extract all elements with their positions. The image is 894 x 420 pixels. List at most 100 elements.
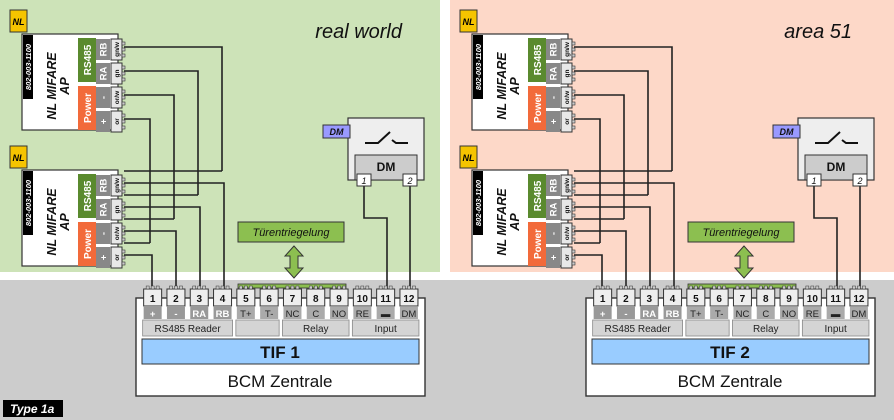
wire [574, 230, 627, 292]
connector-tab [571, 89, 576, 94]
part-number-strip [473, 171, 483, 235]
door-lock-release: Türentriegelung [237, 221, 347, 289]
terminal-tab [857, 285, 861, 290]
connector-tab [121, 47, 126, 52]
double-arrow-icon [283, 245, 305, 279]
part-number: 802-003-1100 [24, 179, 33, 226]
connector-tab [121, 201, 126, 206]
terminal-label-box [663, 307, 682, 319]
door-lock-label: Türentriegelung [252, 227, 330, 239]
terminal-tab [787, 285, 791, 290]
rs485-group [78, 174, 96, 218]
terminal-tab [740, 285, 745, 290]
connector-tab [121, 77, 126, 82]
connector-tab [121, 41, 126, 46]
nl-badge [9, 145, 28, 169]
terminal-number: 7 [290, 294, 296, 305]
terminal-number: 1 [600, 294, 606, 305]
dm-label: DM [377, 160, 396, 174]
terminal-tab [647, 285, 651, 290]
connector-tab [121, 237, 126, 242]
door-lock-label: Türentriegelung [702, 227, 780, 239]
wire-color-label: or/w [114, 90, 121, 104]
dm-label: DM [827, 160, 846, 174]
terminal-group-label: Input [825, 324, 847, 335]
controller-2: 1+2-3RA4RB5T+6T-7NC8C9NO10RE11▬12DMRS485… [585, 285, 876, 397]
pin-label-box [546, 175, 560, 196]
wire [124, 182, 225, 292]
terminal-tab [202, 285, 206, 290]
terminal-tab [759, 285, 763, 290]
connector-tab [121, 125, 126, 130]
connector-tab [121, 189, 126, 194]
terminal-number: 6 [266, 294, 272, 305]
terminal-group-2 [235, 319, 280, 337]
wires [574, 46, 861, 292]
connector-tab [571, 119, 576, 124]
terminal-number: 9 [336, 294, 342, 305]
terminal-tab [605, 285, 610, 290]
terminal-label-box [399, 307, 418, 319]
terminal-tab [745, 285, 750, 290]
terminal-label: DM [852, 309, 867, 320]
terminal-tab [383, 285, 388, 290]
terminal-label: NO [782, 309, 796, 320]
terminal-number: 3 [196, 294, 202, 305]
wire-color-label: gn/w [564, 41, 571, 57]
wire [574, 118, 601, 243]
terminal-number: 2 [173, 294, 179, 305]
connector-tab [571, 53, 576, 58]
connector-tab [571, 95, 576, 100]
pin-label: + [549, 118, 560, 124]
terminal-tab [699, 285, 703, 290]
terminal-label-box [236, 307, 255, 319]
connector-tab [571, 113, 576, 118]
terminal-label-box [849, 307, 868, 319]
terminal-number: 8 [313, 294, 319, 305]
tif-bar [141, 338, 420, 365]
part-number: 802-003-1100 [24, 43, 33, 90]
rs485-group [528, 38, 546, 82]
terminal-tab [378, 285, 383, 290]
terminal-number: 11 [830, 294, 841, 305]
terminal-tab [407, 285, 411, 290]
connector-tab [571, 231, 576, 236]
terminal-label: C [312, 309, 319, 320]
wires [124, 46, 411, 292]
terminal-number: 7 [740, 294, 746, 305]
terminal-tab [174, 285, 178, 290]
terminal-tab [314, 285, 318, 290]
connector-tab [571, 71, 576, 76]
connector-tab [121, 113, 126, 118]
pin-label-box [546, 39, 560, 60]
terminal-tab [792, 285, 796, 290]
terminal-label-box [330, 307, 349, 319]
terminal-tab [652, 285, 656, 290]
terminal-tab [805, 285, 810, 290]
terminal-tab [239, 285, 243, 290]
connector-tab [571, 225, 576, 230]
terminal-tab [295, 285, 300, 290]
rs485-label: RS485 [533, 44, 544, 75]
wire-color-label: or/w [564, 226, 571, 240]
pin-label-box [96, 247, 110, 268]
connector-tab [571, 255, 576, 260]
wire [574, 206, 651, 292]
nl-badge-text: NL [463, 17, 475, 27]
door-lock-label-box [687, 221, 795, 243]
rs485-label: RS485 [83, 180, 94, 211]
terminal-group-2 [685, 319, 730, 337]
terminal-tab [624, 285, 628, 290]
reader-name-line1: NL MIFARE [495, 188, 509, 256]
terminal-tab [769, 285, 773, 290]
wire [124, 70, 199, 195]
terminal-tab [179, 285, 183, 290]
terminal-number: 4 [670, 294, 676, 305]
terminal-label-box [733, 307, 752, 319]
terminal-label-box [803, 307, 822, 319]
terminal-tab [694, 285, 698, 290]
connector-tab [571, 249, 576, 254]
connector-tab [121, 119, 126, 124]
dm-tag-text: DM [780, 127, 794, 137]
